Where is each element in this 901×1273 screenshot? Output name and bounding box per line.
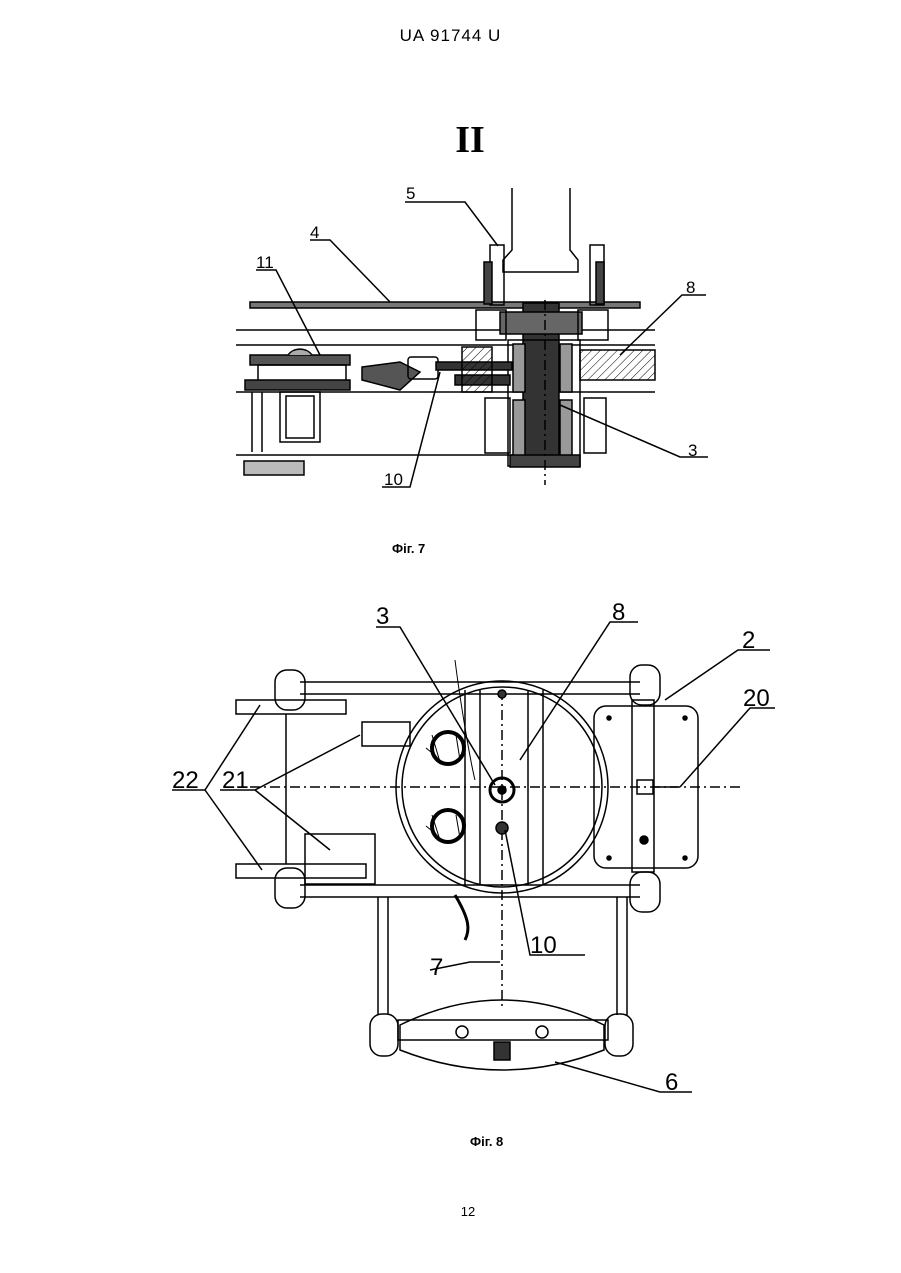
figure-8-caption: Фіг. 8 [470, 1134, 503, 1149]
fig8-box-lower [305, 834, 375, 884]
fig8-label-6: 6 [665, 1069, 678, 1096]
fig8-wheel-front-r [605, 1014, 633, 1056]
fig8-label-22: 22 [172, 767, 199, 794]
fig8-label-20: 20 [743, 685, 770, 712]
fig8-gear-top [432, 732, 464, 764]
fig8-wheel-tr [630, 665, 660, 705]
fig8-wheel-bl [275, 868, 305, 908]
fig8-wheel-br [630, 872, 660, 912]
fig8-label-3: 3 [376, 603, 389, 630]
fig8-label-2: 2 [742, 627, 755, 654]
fig8-label-7: 7 [430, 954, 443, 981]
fig8-handle-top [236, 700, 346, 714]
fig8-wheel-tl [275, 670, 305, 710]
fig8-label-21: 21 [222, 767, 249, 794]
fig8-gear-bottom [432, 810, 464, 842]
page-number: 12 [0, 1204, 901, 1219]
fig8-wheel-front-l [370, 1014, 398, 1056]
fig8-label-8: 8 [612, 599, 625, 626]
fig8-label-10: 10 [530, 932, 557, 959]
fig8-box-upper [362, 722, 410, 746]
